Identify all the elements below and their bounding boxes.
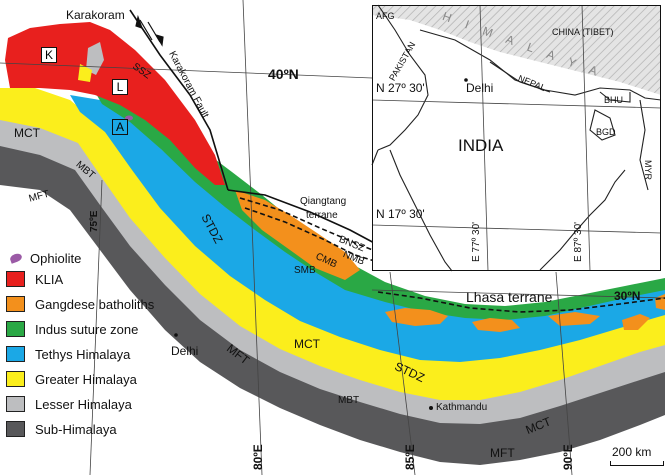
label-scale: 200 km bbox=[612, 445, 652, 459]
label-lon80: 80ºE bbox=[251, 444, 265, 470]
legend-label-sub: Sub-Himalaya bbox=[35, 421, 117, 437]
inset-myr: MYR bbox=[643, 160, 653, 180]
label-kathmandu: Kathmandu bbox=[436, 402, 488, 413]
label-qiangtang-2: terrane bbox=[306, 210, 338, 221]
label-mbt-central: MBT bbox=[338, 395, 360, 406]
label-lon75: 75ºE bbox=[89, 210, 100, 232]
legend-label-lesser: Lesser Himalaya bbox=[35, 396, 132, 412]
legend-item-gangdese: Gangdese batholiths bbox=[6, 294, 154, 314]
inset-afg: AFG bbox=[376, 11, 395, 21]
label-smb: SMB bbox=[294, 265, 316, 276]
inset-lat27: N 27º 30' bbox=[376, 81, 425, 95]
scale-bar bbox=[610, 461, 664, 466]
inset-lon77: E 77º 30' bbox=[471, 221, 482, 262]
legend-item-ophiolite: Ophiolite bbox=[6, 248, 81, 268]
inset-lon87: E 87º 30' bbox=[573, 221, 584, 262]
legend-swatch-lesser bbox=[6, 396, 25, 412]
inset-bhu: BHU bbox=[604, 95, 624, 105]
legend-item-klia: KLIA bbox=[6, 269, 63, 289]
inset-lat17: N 17º 30' bbox=[376, 207, 425, 221]
label-delhi: Delhi bbox=[171, 344, 199, 358]
legend-item-lesser: Lesser Himalaya bbox=[6, 394, 132, 414]
legend-swatch-klia bbox=[6, 271, 25, 287]
legend-label-indus: Indus suture zone bbox=[35, 321, 139, 337]
legend-swatch-indus bbox=[6, 321, 25, 337]
inset-china: CHINA (TIBET) bbox=[552, 27, 614, 37]
legend-swatch-tethys bbox=[6, 346, 25, 362]
legend-swatch-gangdese bbox=[6, 296, 25, 312]
greater-himalaya-unit bbox=[0, 88, 665, 400]
legend-swatch-greater bbox=[6, 371, 25, 387]
tethys-himalaya-unit bbox=[70, 95, 665, 362]
label-lat30: 30ºN bbox=[614, 289, 641, 303]
legend-swatch-sub bbox=[6, 421, 25, 437]
sub-himalaya-unit bbox=[0, 140, 665, 465]
legend-label-gangdese: Gangdese batholiths bbox=[35, 296, 155, 312]
legend-swatch-ophiolite bbox=[8, 252, 24, 264]
legend-item-tethys: Tethys Himalaya bbox=[6, 344, 130, 364]
klia-unit bbox=[5, 22, 225, 185]
label-mct-west: MCT bbox=[14, 126, 40, 140]
legend-label-tethys: Tethys Himalaya bbox=[35, 346, 131, 362]
lesser-himalaya-unit bbox=[0, 118, 665, 424]
label-lon90: 90ºE bbox=[561, 444, 575, 470]
label-qiangtang-1: Qiangtang bbox=[300, 196, 347, 207]
gangdese-unit bbox=[235, 190, 360, 280]
label-karakoram: Karakoram bbox=[66, 8, 125, 22]
legend-item-greater: Greater Himalaya bbox=[6, 369, 137, 389]
label-lat40: 40ºN bbox=[268, 66, 299, 82]
legend-label-klia: KLIA bbox=[35, 271, 64, 287]
label-mct-central: MCT bbox=[294, 337, 320, 351]
label-mft-south: MFT bbox=[490, 446, 515, 460]
label-lhasa-terrane: Lhasa terrane bbox=[466, 289, 553, 305]
box-a: A bbox=[112, 119, 128, 135]
label-lon85: 85ºE bbox=[403, 444, 417, 470]
inset-delhi: Delhi bbox=[466, 81, 494, 95]
legend-item-indus: Indus suture zone bbox=[6, 319, 138, 339]
box-l: L bbox=[112, 79, 128, 95]
legend-label-ophiolite: Ophiolite bbox=[30, 250, 82, 266]
legend-item-sub: Sub-Himalaya bbox=[6, 419, 117, 439]
inset-india: INDIA bbox=[458, 136, 504, 155]
inset-bgd: BGD bbox=[596, 127, 616, 137]
box-k: K bbox=[41, 47, 57, 63]
inset-map bbox=[371, 4, 662, 272]
legend-label-greater: Greater Himalaya bbox=[35, 371, 137, 387]
